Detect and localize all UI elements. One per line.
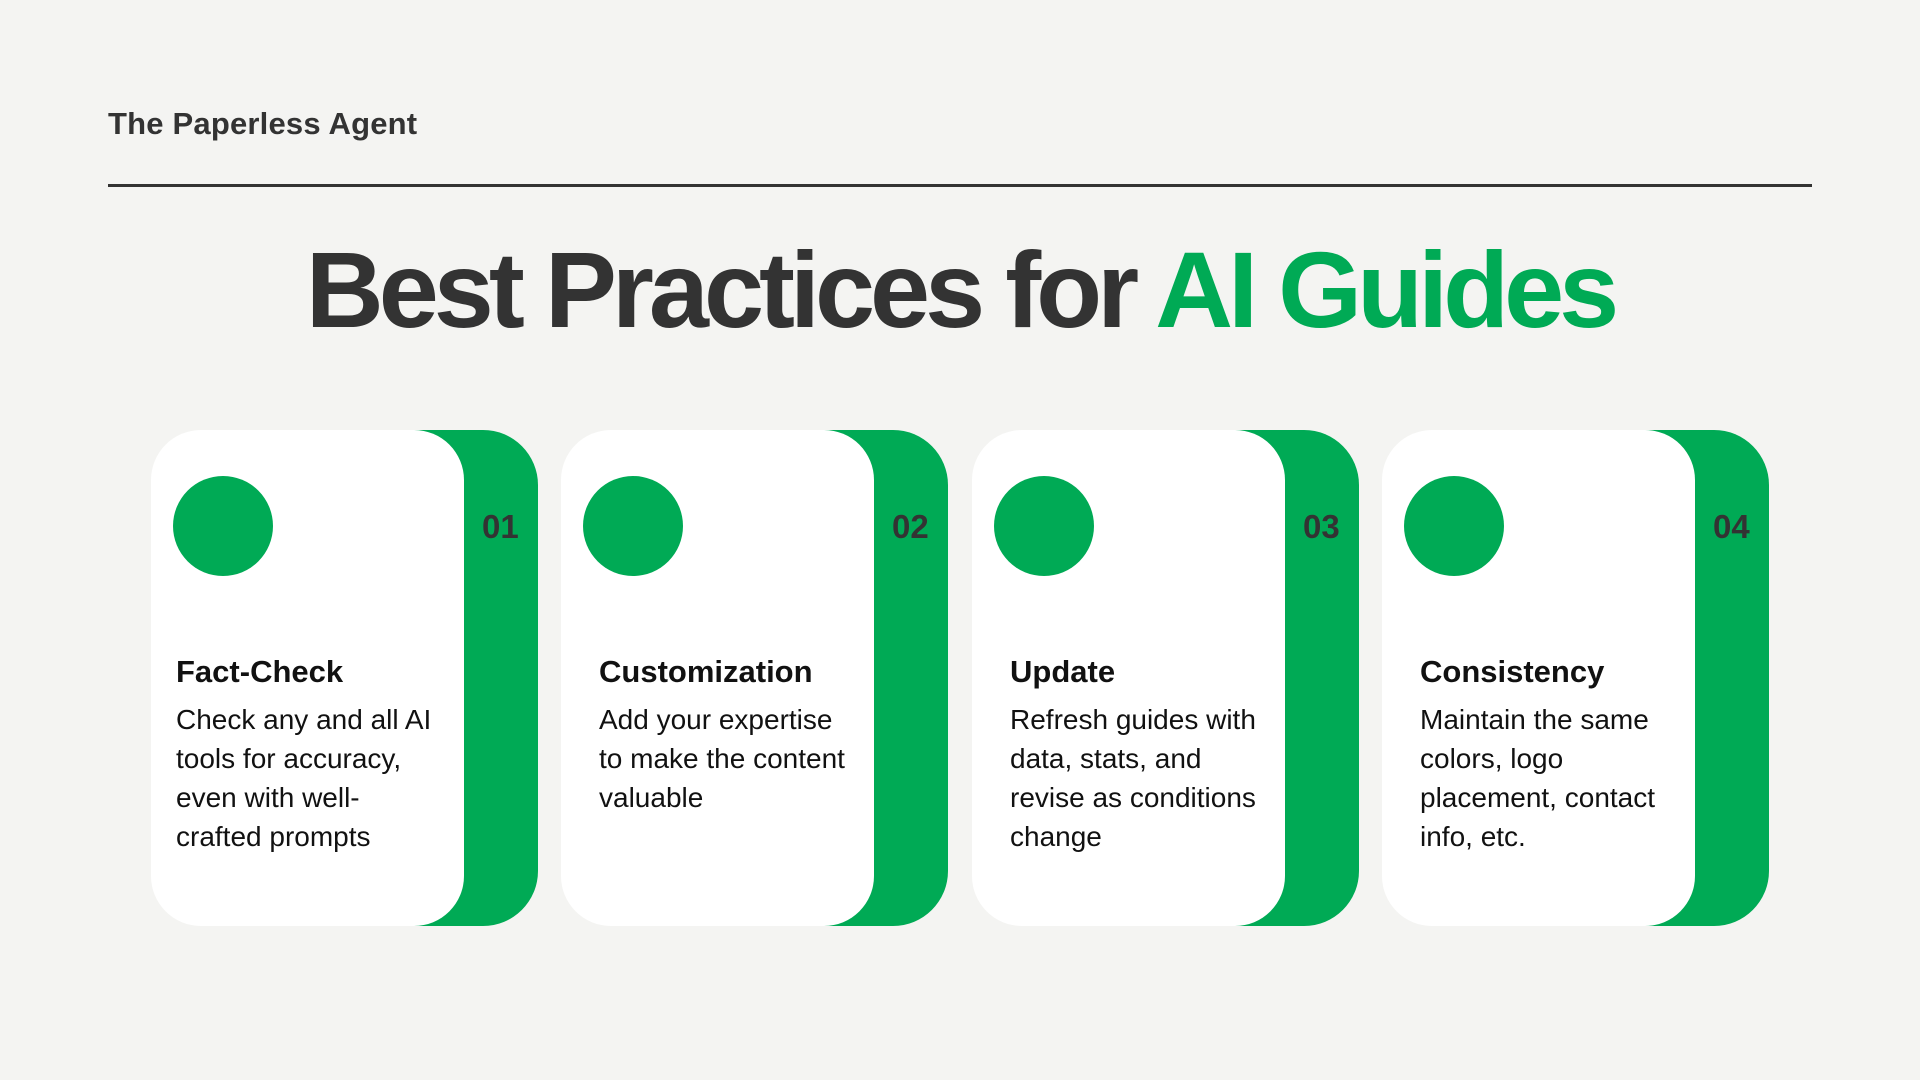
card-description: Maintain the same colors, logo placement… [1420,704,1656,852]
brand-name: The Paperless Agent [108,106,418,141]
header-divider [108,184,1812,187]
card-description: Add your expertise to make the content v… [599,704,845,813]
card-number: 02 [892,508,929,545]
card-number: 01 [482,508,519,545]
card-title: Customization [599,654,813,689]
page-title-accent: AI Guides [1155,229,1619,350]
card-number: 03 [1303,508,1340,545]
practice-card-update: 03 Update Refresh guides with data, stat… [972,430,1359,926]
card-description: Check any and all AI tools for accuracy,… [176,704,432,852]
practice-card-customization: 02 Customization Add your expertise to m… [561,430,948,926]
card-title: Fact-Check [176,654,344,689]
green-circle-icon [173,476,273,576]
page-title-prefix: Best Practices for [305,229,1156,350]
green-circle-icon [994,476,1094,576]
card-number: 04 [1713,508,1750,545]
card-title: Consistency [1420,654,1605,689]
card-description: Refresh guides with data, stats, and rev… [1010,704,1256,852]
practice-card-consistency: 04 Consistency Maintain the same colors,… [1382,430,1769,926]
green-circle-icon [583,476,683,576]
card-title: Update [1010,654,1116,689]
practice-card-fact-check: 01 Fact-Check Check any and all AI tools… [151,430,538,926]
green-circle-icon [1404,476,1504,576]
page-title: Best Practices for AI Guides [0,236,1920,344]
